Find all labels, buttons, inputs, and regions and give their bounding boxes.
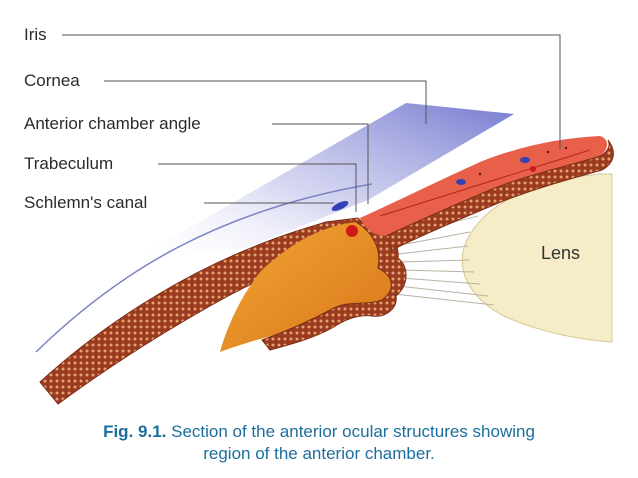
iris-dot-2 bbox=[546, 150, 550, 154]
label-anterior-chamber-angle: Anterior chamber angle bbox=[24, 114, 201, 133]
ciliary-body bbox=[220, 222, 392, 352]
iris-dot-1 bbox=[478, 172, 482, 176]
leader-lines bbox=[62, 34, 561, 212]
leader-cornea bbox=[104, 80, 427, 124]
ciliary-processes-border bbox=[261, 221, 407, 351]
iris-red-vessel bbox=[530, 166, 536, 172]
label-lens: Lens bbox=[541, 243, 581, 263]
label-schlemms-canal: Schlemn's canal bbox=[24, 193, 148, 212]
label-trabeculum: Trabeculum bbox=[24, 154, 114, 173]
iris-tissue bbox=[360, 136, 608, 236]
figure-caption: Fig. 9.1. Section of the anterior ocular… bbox=[0, 421, 638, 465]
leader-trabeculum bbox=[158, 163, 357, 212]
caption-line-2: region of the anterior chamber. bbox=[203, 444, 435, 463]
schlemms-canal-vessel bbox=[331, 201, 349, 211]
trabecular-red-vessel bbox=[346, 225, 358, 237]
iris-dot-3 bbox=[564, 146, 568, 150]
label-iris: Iris bbox=[24, 25, 47, 44]
leader-iris bbox=[62, 34, 561, 150]
cornea-plane bbox=[130, 103, 514, 262]
iris-blue-vessel-1 bbox=[456, 179, 466, 185]
cornea-outer-line bbox=[35, 183, 373, 353]
leader-angle bbox=[272, 123, 369, 204]
iris-pigment-border bbox=[385, 139, 614, 251]
caption-text-1: Section of the anterior ocular structure… bbox=[171, 422, 535, 441]
figure-number: Fig. 9.1. bbox=[103, 422, 167, 441]
iris-vessel-line bbox=[379, 149, 591, 217]
iris-blue-vessel-2 bbox=[520, 157, 530, 163]
label-cornea: Cornea bbox=[24, 71, 80, 90]
caption-line-1: Fig. 9.1. Section of the anterior ocular… bbox=[0, 421, 638, 443]
